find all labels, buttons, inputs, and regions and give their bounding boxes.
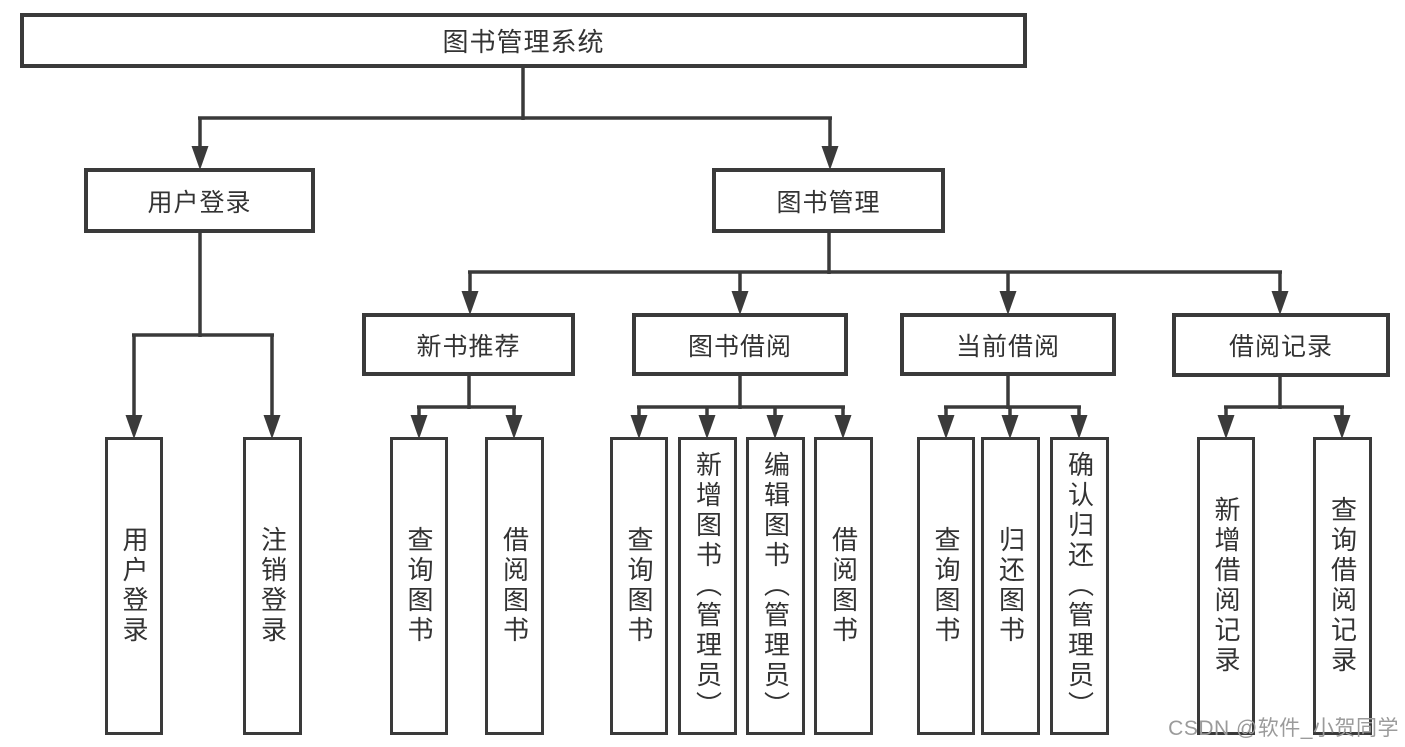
node-book-management-label: 图书管理 bbox=[776, 188, 881, 217]
leaf-query-books-recommend: 查询图书 bbox=[390, 437, 448, 735]
leaf-borrow-books-recommend: 借阅图书 bbox=[485, 437, 544, 735]
leaf-borrow-books: 借阅图书 bbox=[814, 437, 873, 735]
leaf-confirm-return-admin: 确认归还（管理员） bbox=[1050, 437, 1109, 735]
leaf-label: 借阅图书 bbox=[828, 526, 859, 646]
leaf-label: 查询借阅记录 bbox=[1327, 496, 1358, 676]
leaf-label: 查询图书 bbox=[931, 526, 961, 646]
leaf-label: 确认归还（管理员） bbox=[1064, 451, 1095, 721]
node-new-book-recommend-label: 新书推荐 bbox=[416, 332, 521, 361]
node-user-login-label: 用户登录 bbox=[147, 188, 252, 217]
leaf-add-borrow-record: 新增借阅记录 bbox=[1197, 437, 1255, 735]
node-root-label: 图书管理系统 bbox=[442, 27, 605, 57]
leaf-label: 用户登录 bbox=[119, 526, 149, 646]
node-borrow-record-label: 借阅记录 bbox=[1228, 333, 1333, 361]
leaf-query-books-borrow: 查询图书 bbox=[610, 437, 668, 735]
node-root: 图书管理系统 bbox=[20, 13, 1027, 68]
leaf-return-books: 归还图书 bbox=[981, 437, 1040, 735]
node-user-login: 用户登录 bbox=[84, 168, 315, 233]
node-new-book-recommend: 新书推荐 bbox=[362, 313, 575, 376]
leaf-label: 注销登录 bbox=[257, 526, 288, 646]
leaf-logout: 注销登录 bbox=[243, 437, 302, 735]
leaf-label: 查询图书 bbox=[624, 526, 654, 646]
node-current-borrow: 当前借阅 bbox=[900, 313, 1116, 376]
node-current-borrow-label: 当前借阅 bbox=[955, 332, 1060, 361]
leaf-label: 新增借阅记录 bbox=[1211, 496, 1241, 676]
leaf-label: 新增图书（管理员） bbox=[692, 451, 723, 721]
leaf-label: 归还图书 bbox=[995, 526, 1026, 646]
leaf-label: 借阅图书 bbox=[499, 526, 530, 646]
leaf-label: 查询图书 bbox=[404, 526, 434, 646]
node-book-management: 图书管理 bbox=[712, 168, 945, 233]
node-book-borrow-label: 图书借阅 bbox=[687, 332, 792, 361]
leaf-query-books-current: 查询图书 bbox=[917, 437, 975, 735]
csdn-watermark: CSDN @软件_小贺同学 bbox=[1168, 717, 1399, 740]
node-borrow-record: 借阅记录 bbox=[1172, 313, 1390, 377]
leaf-label: 编辑图书（管理员） bbox=[760, 451, 791, 721]
leaf-add-books-admin: 新增图书（管理员） bbox=[678, 437, 737, 735]
node-book-borrow: 图书借阅 bbox=[632, 313, 848, 376]
leaf-query-borrow-record: 查询借阅记录 bbox=[1313, 437, 1372, 735]
leaf-user-login: 用户登录 bbox=[105, 437, 163, 735]
leaf-edit-books-admin: 编辑图书（管理员） bbox=[746, 437, 805, 735]
